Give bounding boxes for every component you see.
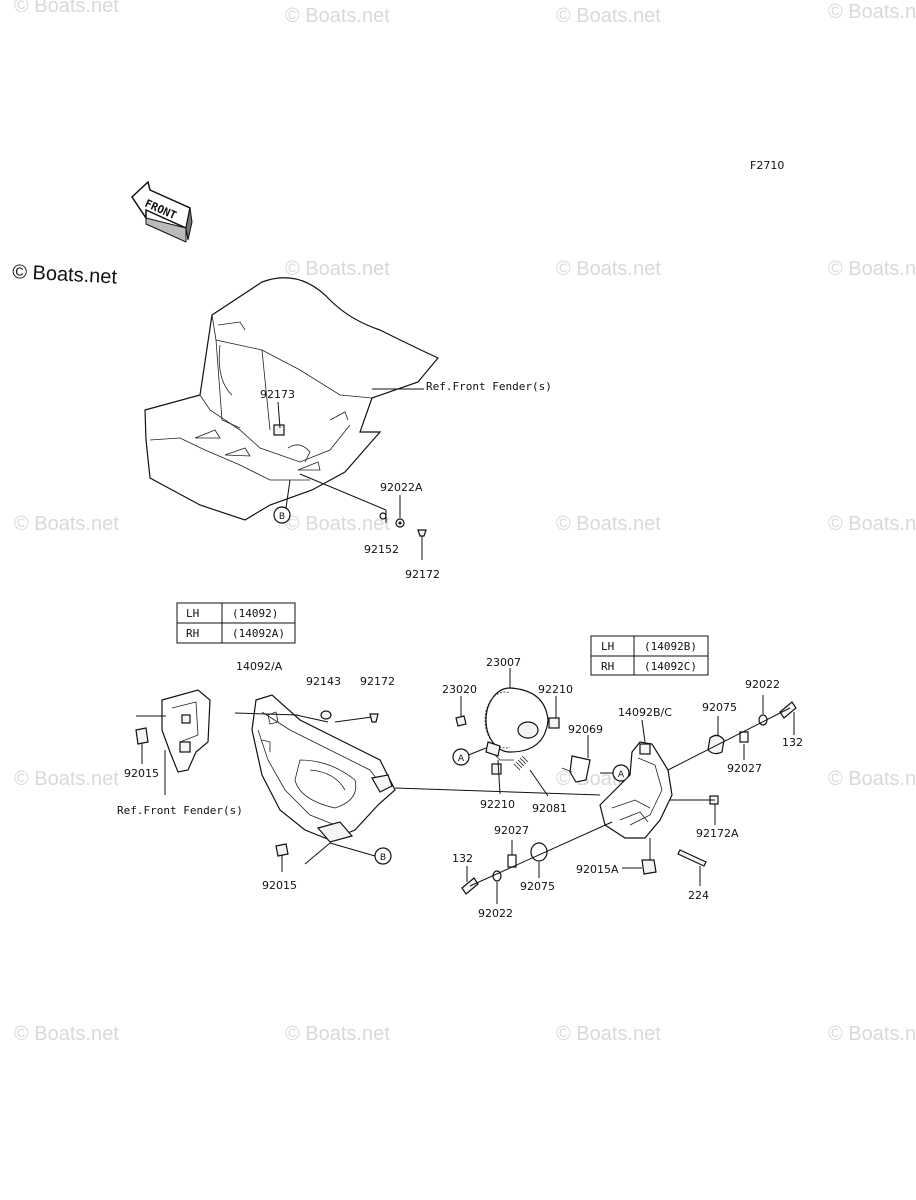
headlight-housing-14092	[251, 694, 396, 843]
watermark: © Boats.net	[14, 768, 119, 790]
headlight-parts	[455, 715, 591, 783]
table-right-side-1: RH	[601, 660, 614, 673]
label-23020: 23020	[442, 683, 477, 696]
watermark: © Boats.net	[14, 1023, 119, 1045]
bolt-92172-mid	[369, 713, 379, 723]
label-92172-mid: 92172	[360, 675, 395, 688]
nut-92015a	[641, 859, 657, 875]
watermark: © Boats.net	[828, 1, 916, 23]
label-14092bc: 14092B/C	[618, 706, 672, 719]
bracket-14092bc	[599, 741, 673, 839]
marker-a-left: A	[452, 748, 470, 766]
marker-a-right: A	[612, 764, 630, 782]
label-92027-right: 92027	[727, 762, 762, 775]
table-left-part-1: (14092A)	[232, 627, 285, 640]
headlight-unit-23007	[484, 687, 549, 761]
label-92173: 92173	[260, 388, 295, 401]
table-right: LH (14092B) RH (14092C)	[590, 635, 709, 676]
label-92210-bottom: 92210	[480, 798, 515, 811]
diagram-code: F2710	[750, 159, 784, 172]
nut-92152	[379, 512, 387, 520]
label-92022-bottom: 92022	[478, 907, 513, 920]
label-23007: 23007	[486, 656, 521, 669]
table-left: LH (14092) RH (14092A)	[176, 602, 296, 644]
front-arrow-icon: FRONT	[131, 180, 193, 243]
label-92022a: 92022A	[380, 481, 423, 494]
top-small-parts	[379, 512, 427, 537]
label-132-bottom: 132	[452, 852, 473, 865]
label-92172: 92172	[405, 568, 440, 581]
label-92081: 92081	[532, 802, 567, 815]
table-right-part-1: (14092C)	[644, 660, 697, 673]
damper-92075-right	[707, 734, 725, 755]
collar-92027-right	[739, 731, 749, 743]
label-92143: 92143	[306, 675, 341, 688]
svg-text:A: A	[618, 770, 625, 780]
collar-92027-bottom	[507, 854, 517, 868]
watermark: © Boats.net	[556, 5, 661, 27]
label-92069: 92069	[568, 723, 603, 736]
label-92015a: 92015A	[576, 863, 619, 876]
right-leader-lines	[466, 695, 795, 904]
watermark: © Boats.net	[828, 768, 916, 790]
label-92210-top: 92210	[538, 683, 573, 696]
svg-text:B: B	[380, 853, 386, 863]
watermark: © Boats.net	[14, 513, 119, 535]
bolt-132-right	[779, 701, 797, 719]
bolt-224	[677, 849, 707, 867]
watermark: © Boats.net	[285, 1023, 390, 1045]
label-92152: 92152	[364, 543, 399, 556]
screw-23020	[455, 715, 467, 727]
clip-92015	[135, 727, 149, 745]
small-bracket-left	[135, 689, 211, 773]
label-92022-right: 92022	[745, 678, 780, 691]
label-92015-left: 92015	[124, 767, 159, 780]
label-ref-front-fender: Ref.Front Fender(s)	[426, 380, 552, 393]
watermark: © Boats.net	[828, 513, 916, 535]
watermark: © Boats.net	[828, 1023, 916, 1045]
bolt-92172	[417, 529, 427, 537]
left-small-parts	[275, 710, 379, 857]
main-watermark: © Boats.net	[12, 261, 118, 288]
clip-92210-bottom	[491, 763, 502, 775]
svg-text:B: B	[279, 512, 285, 522]
watermark: © Boats.net	[285, 513, 390, 535]
marker-b-bottom: B	[374, 847, 392, 865]
table-left-part-0: (14092)	[232, 607, 278, 620]
svg-text:A: A	[458, 754, 465, 764]
watermark: © Boats.net	[556, 1023, 661, 1045]
table-right-part-0: (14092B)	[644, 640, 697, 653]
watermarks: © Boats.net © Boats.net © Boats.net © Bo…	[14, 0, 916, 1045]
label-14092a: 14092/A	[236, 660, 283, 673]
watermark: © Boats.net	[14, 0, 119, 17]
table-left-side-1: RH	[186, 627, 199, 640]
grommet-92143	[320, 710, 332, 720]
label-92172a: 92172A	[696, 827, 739, 840]
left-leader-lines	[136, 712, 601, 872]
label-224: 224	[688, 889, 709, 902]
spring-92081	[513, 755, 529, 771]
watermark: © Boats.net	[556, 513, 661, 535]
table-left-side-0: LH	[186, 607, 199, 620]
watermark: © Boats.net	[828, 258, 916, 280]
watermark: © Boats.net	[285, 5, 390, 27]
label-92075-right: 92075	[702, 701, 737, 714]
table-right-side-0: LH	[601, 640, 614, 653]
watermark: © Boats.net	[556, 258, 661, 280]
label-132-right: 132	[782, 736, 803, 749]
bulb-92069	[569, 755, 591, 783]
watermark: © Boats.net	[285, 258, 390, 280]
clip-92015-bottom	[275, 843, 289, 857]
label-92075-bottom: 92075	[520, 880, 555, 893]
label-92015-bottom: 92015	[262, 879, 297, 892]
front-fender-drawing	[144, 277, 439, 521]
clip-92210-top	[548, 717, 560, 729]
marker-b-top: B	[273, 506, 291, 524]
label-92027-bottom: 92027	[494, 824, 529, 837]
label-ref-front-fender-left: Ref.Front Fender(s)	[117, 804, 243, 817]
